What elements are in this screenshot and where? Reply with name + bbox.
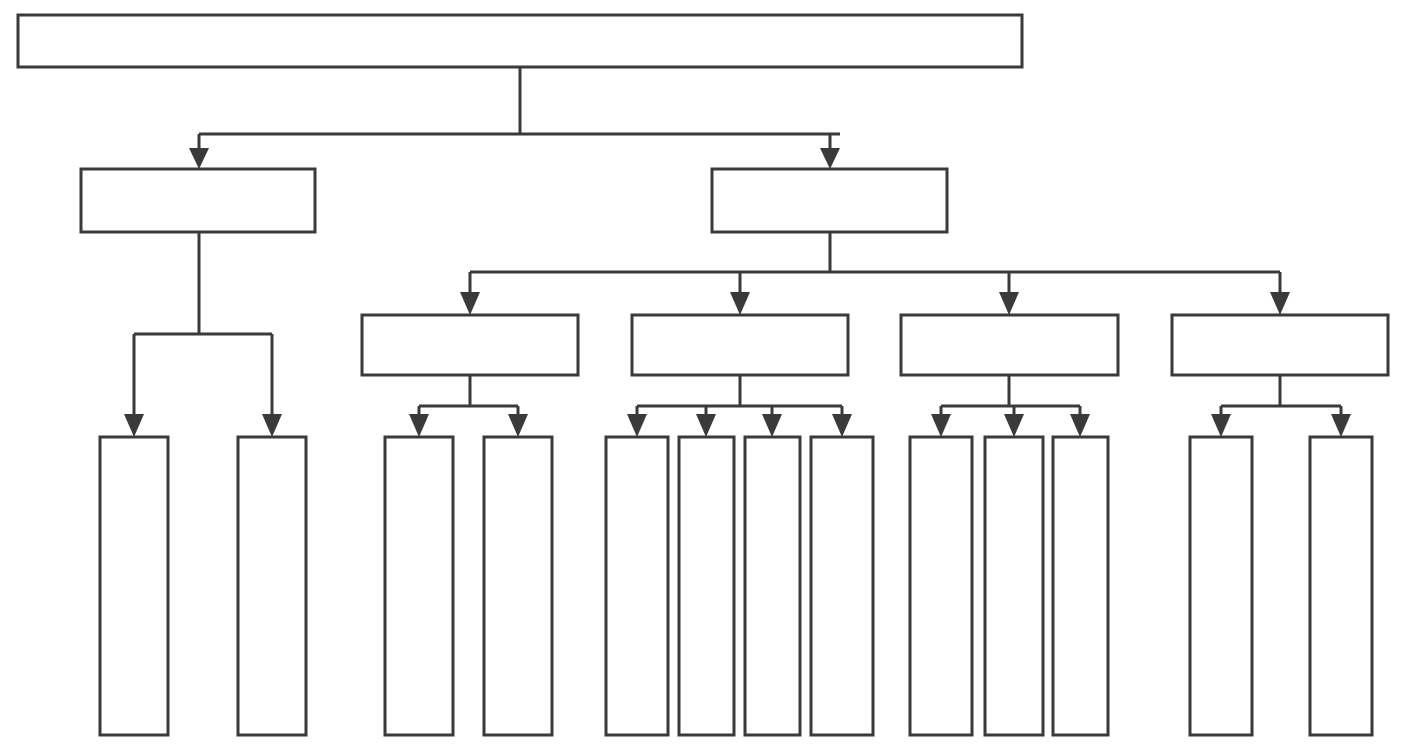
arrowhead-leaf-borrow-book-1 <box>508 414 528 437</box>
leaf-query-borrow-record[interactable] <box>1308 435 1374 737</box>
arrowhead-leaf-confirm-return <box>1070 414 1090 437</box>
leaf-query-book-current[interactable] <box>908 435 974 737</box>
node-current-borrow[interactable] <box>899 313 1120 377</box>
leaf-edit-book-admin[interactable] <box>743 435 802 737</box>
leaf-confirm-return-admin[interactable] <box>1051 435 1110 737</box>
node-user-login[interactable] <box>79 167 317 234</box>
arrowhead-user-login <box>189 148 209 169</box>
arrowhead-leaf-query-book-1 <box>409 414 429 437</box>
arrowhead-leaf-borrow-book-2 <box>832 414 852 437</box>
leaf-add-book-admin[interactable] <box>677 435 736 737</box>
edge-layer <box>124 67 1351 437</box>
arrowhead-leaf-add-book <box>696 414 716 437</box>
arrowhead-leaf-edit-book <box>762 414 782 437</box>
arrowhead-leaf-query-book-2 <box>627 414 647 437</box>
node-book-management[interactable] <box>710 167 949 234</box>
arrowhead-leaf-return-book <box>1004 414 1024 437</box>
arrowhead-leaf-query-record <box>1331 414 1351 437</box>
arrowhead-new-rec <box>460 292 480 315</box>
arrowhead-leaf-user-login <box>124 414 144 437</box>
leaf-user-login[interactable] <box>98 435 170 737</box>
arrowhead-leaf-logout <box>262 414 282 437</box>
arrowhead-record <box>1270 292 1290 315</box>
leaf-borrow-book-borrow[interactable] <box>809 435 875 737</box>
leaf-logout[interactable] <box>236 435 308 737</box>
node-book-borrow[interactable] <box>630 313 850 377</box>
leaf-query-book-newrec[interactable] <box>383 435 455 737</box>
leaf-add-borrow-record[interactable] <box>1188 435 1254 737</box>
node-new-book-recommend[interactable] <box>360 313 580 377</box>
node-borrow-record[interactable] <box>1170 313 1390 377</box>
leaf-borrow-book-newrec[interactable] <box>482 435 554 737</box>
arrowhead-book-mgmt <box>820 148 840 169</box>
arrowhead-borrow <box>730 292 750 315</box>
arrowhead-current <box>999 292 1019 315</box>
leaf-query-book-borrow[interactable] <box>604 435 670 737</box>
node-root-system[interactable] <box>16 13 1024 69</box>
arrowhead-leaf-query-book-3 <box>931 414 951 437</box>
leaf-return-book[interactable] <box>983 435 1045 737</box>
arrowhead-leaf-add-record <box>1211 414 1231 437</box>
